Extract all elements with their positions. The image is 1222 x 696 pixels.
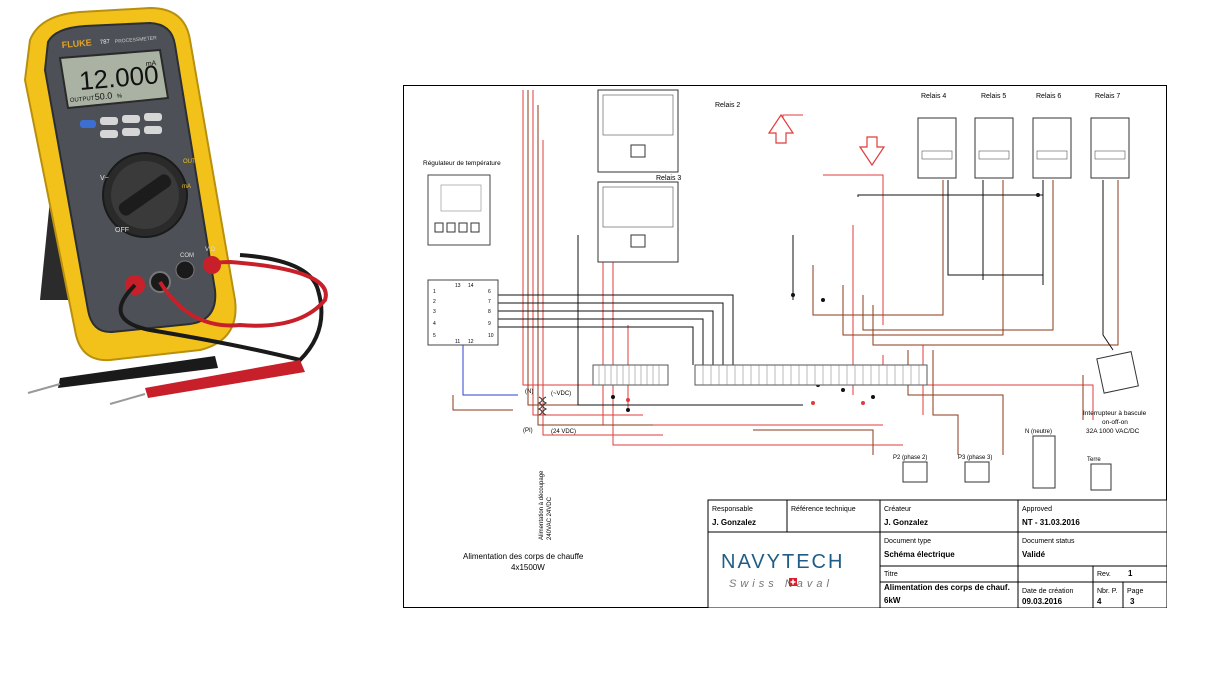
svg-text:P2 (phase 2): P2 (phase 2)	[893, 455, 927, 461]
svg-text:3: 3	[433, 309, 436, 315]
svg-text:Relais 2: Relais 2	[715, 102, 740, 109]
relay-2: Relais 2	[597, 89, 740, 173]
meter-display-value: 12.000	[78, 59, 160, 96]
svg-text:50.0: 50.0	[94, 91, 112, 102]
svg-text:4: 4	[433, 321, 436, 327]
black-probe	[27, 356, 218, 394]
svg-text:9: 9	[488, 321, 491, 327]
svg-text:09.03.2016: 09.03.2016	[1022, 597, 1063, 606]
svg-text:Date de création: Date de création	[1022, 588, 1073, 595]
relay-5: Relais 5	[974, 93, 1014, 179]
svg-text:10: 10	[488, 333, 494, 339]
svg-text:on-off-on: on-off-on	[1102, 419, 1128, 426]
svg-text:8: 8	[488, 309, 491, 315]
svg-text:6: 6	[488, 289, 491, 295]
svg-text:(24 VDC): (24 VDC)	[551, 429, 576, 435]
relay-6: Relais 6	[1032, 93, 1072, 179]
svg-text:Schéma électrique: Schéma électrique	[884, 550, 955, 559]
svg-text:1: 1	[1128, 569, 1133, 578]
svg-text:NT - 31.03.2016: NT - 31.03.2016	[1022, 518, 1080, 527]
svg-text:3: 3	[1130, 597, 1135, 606]
svg-text:N (neutre): N (neutre)	[1025, 429, 1052, 435]
toggle-switch: Interrupteur à bascule on-off-on 32A 100…	[1083, 351, 1147, 435]
meter-brand: FLUKE	[61, 37, 92, 50]
svg-text:Régulateur de température: Régulateur de température	[423, 160, 501, 167]
svg-text:Référence technique: Référence technique	[791, 506, 856, 513]
caption-line-1: Alimentation des corps de chauffe	[463, 552, 584, 561]
temperature-regulator: Régulateur de température	[423, 160, 501, 246]
svg-text:Titre: Titre	[884, 571, 898, 578]
svg-text:Alimentation des corps de chau: Alimentation des corps de chauf.	[884, 583, 1010, 592]
svg-text:2: 2	[433, 299, 436, 305]
svg-text:Nbr. P.: Nbr. P.	[1097, 588, 1118, 595]
svg-text:Rev.: Rev.	[1097, 571, 1111, 578]
svg-text:Responsable: Responsable	[712, 506, 753, 513]
relay-4: Relais 4	[917, 93, 957, 179]
transformer: (N) (~VDC) (PI) (24 VDC) Alimentation à …	[523, 389, 576, 540]
svg-text:Document type: Document type	[884, 538, 931, 545]
svg-text:13: 13	[455, 283, 461, 289]
caption-line-2: 4x1500W	[511, 563, 545, 572]
svg-text:11: 11	[455, 339, 460, 345]
svg-text:Approved: Approved	[1022, 506, 1052, 513]
svg-text:PROCESSMETER: PROCESSMETER	[115, 35, 158, 45]
phase-blocks: P2 (phase 2) P3 (phase 3) N (neutre) Ter…	[893, 429, 1112, 491]
svg-text:mA: mA	[182, 184, 191, 190]
svg-text:14: 14	[468, 283, 474, 289]
svg-text:Page: Page	[1127, 588, 1143, 595]
svg-text:Relais 7: Relais 7	[1095, 93, 1120, 100]
svg-text:OUTPUT: OUTPUT	[183, 159, 208, 165]
svg-text:mA: mA	[146, 60, 157, 68]
svg-text:787: 787	[100, 39, 111, 46]
svg-text:12: 12	[468, 339, 474, 345]
svg-text:Créateur: Créateur	[884, 506, 912, 513]
svg-text:6kW: 6kW	[884, 596, 901, 605]
svg-text:1: 1	[433, 289, 436, 295]
svg-text:Alimentation à découpage: Alimentation à découpage	[539, 470, 545, 540]
svg-text:Validé: Validé	[1022, 550, 1046, 559]
svg-text:OFF: OFF	[115, 227, 129, 234]
terminal-strip-left	[592, 364, 669, 386]
svg-text:Relais 5: Relais 5	[981, 93, 1006, 100]
relay-3: Relais 3	[597, 175, 681, 263]
terminal-strip-right	[694, 364, 928, 386]
svg-text:(PI): (PI)	[523, 428, 533, 434]
navytech-logo: NAVYTECH Swiss Naval	[721, 551, 844, 590]
svg-text:32A 1000 VAC/DC: 32A 1000 VAC/DC	[1086, 428, 1140, 435]
electrical-schematic: Relais 2 Relais 3 Régulateur de températ…	[403, 85, 1167, 608]
svg-text:J. Gonzalez: J. Gonzalez	[884, 518, 928, 527]
svg-text:5: 5	[433, 333, 436, 339]
red-probe	[109, 360, 305, 405]
svg-text:240VAC 24VDC: 240VAC 24VDC	[547, 496, 553, 540]
svg-text:NAVYTECH: NAVYTECH	[721, 551, 844, 573]
svg-text:(N): (N)	[525, 389, 533, 395]
svg-text:Document status: Document status	[1022, 538, 1075, 545]
multimeter-photo: FLUKE 787 PROCESSMETER 12.000 mA OUTPUT …	[23, 6, 328, 405]
title-block: Responsable J. Gonzalez Référence techni…	[707, 499, 1167, 608]
svg-text:J. Gonzalez: J. Gonzalez	[712, 518, 756, 527]
svg-text:Relais 3: Relais 3	[656, 175, 681, 182]
svg-text:Interrupteur à bascule: Interrupteur à bascule	[1083, 410, 1147, 417]
svg-text:COM: COM	[180, 253, 194, 259]
svg-text:V Ω: V Ω	[205, 247, 216, 253]
meter-buttons	[80, 113, 162, 138]
svg-text:7: 7	[488, 299, 491, 305]
svg-text:P3 (phase 3): P3 (phase 3)	[958, 455, 992, 461]
svg-text:OUTPUT: OUTPUT	[70, 96, 95, 104]
relay-7: Relais 7	[1090, 93, 1130, 179]
svg-text:Swiss Naval: Swiss Naval	[729, 578, 833, 590]
svg-text:Relais 4: Relais 4	[921, 93, 946, 100]
svg-text:V~: V~	[100, 175, 109, 182]
svg-text:(~VDC): (~VDC)	[551, 391, 571, 397]
svg-text:%: %	[117, 93, 124, 100]
svg-text:Relais 6: Relais 6	[1036, 93, 1061, 100]
svg-text:Terre: Terre	[1087, 457, 1101, 463]
svg-text:4: 4	[1097, 597, 1102, 606]
